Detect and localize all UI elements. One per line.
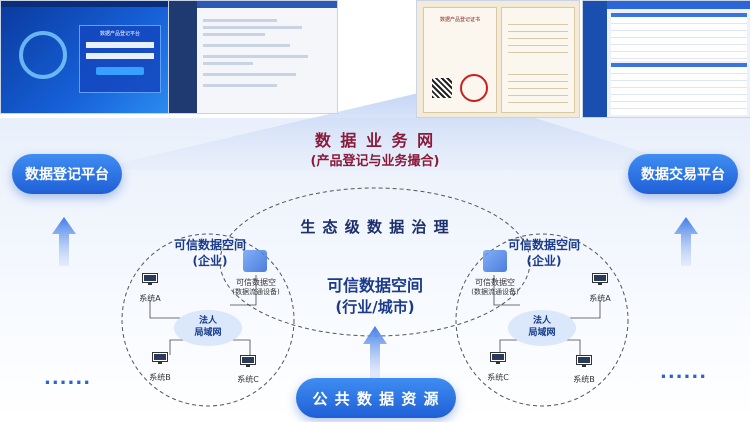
right-system-a-monitor-icon — [592, 273, 608, 285]
center-up-arrow — [363, 326, 387, 378]
login-screenshot: 数据产品登记平台 — [0, 0, 170, 114]
governance-label: 生 态 级 数 据 治 理 — [300, 218, 450, 236]
login-panel: 数据产品登记平台 — [79, 25, 161, 93]
right-system-b-monitor-icon — [576, 355, 592, 367]
left-connector-device-icon — [243, 250, 267, 272]
left-system-b-label: 系统B — [149, 373, 171, 382]
trading-sidebar — [583, 1, 607, 117]
right-connector-device-icon — [483, 250, 507, 272]
form-content — [203, 15, 327, 107]
right-ellipsis: ...... — [660, 362, 708, 383]
left-up-arrow — [52, 217, 76, 266]
left-connector-label: 可信数据空 — [236, 278, 276, 287]
left-system-c-monitor-icon — [240, 355, 256, 367]
business-network-title: 数 据 业 务 网 — [314, 131, 436, 150]
right-legal-lan-line2: 局域网 — [528, 328, 556, 338]
login-title: 数据产品登记平台 — [99, 31, 140, 37]
certificate-seal — [460, 74, 488, 102]
right-legal-lan-line1: 法人 — [532, 316, 551, 326]
form-sidebar — [169, 1, 197, 113]
certificate-left-page: 数据产品登记证书 — [423, 7, 497, 113]
form-screenshot — [168, 0, 338, 114]
trading-topbar — [607, 1, 750, 9]
left-system-a-monitor-icon — [142, 273, 158, 285]
right-enterprise-circle — [455, 233, 629, 407]
left-system-b-monitor-icon — [152, 352, 168, 364]
right-enterprise-subtitle: (企业) — [526, 254, 562, 268]
left-enterprise-title: 可信数据空间 — [173, 238, 246, 252]
login-header-bar — [1, 1, 169, 7]
trading-screenshot — [582, 0, 750, 118]
login-submit-button[interactable] — [96, 67, 144, 75]
left-ellipsis: ...... — [44, 368, 92, 389]
right-connector-label: 可信数据空 — [475, 278, 515, 287]
right-up-arrow — [674, 217, 698, 266]
left-enterprise-subtitle: (企业) — [192, 254, 228, 268]
login-illustration — [19, 31, 67, 79]
login-username-field[interactable] — [86, 42, 154, 48]
industry-space-subtitle: (行业/城市) — [335, 298, 415, 316]
left-legal-lan-line1: 法人 — [198, 316, 217, 326]
login-password-field[interactable] — [86, 53, 154, 59]
right-system-c-monitor-icon — [490, 352, 506, 364]
certificate-qr-code — [432, 78, 452, 98]
left-system-a-label: 系统A — [139, 294, 161, 303]
left-enterprise-circle — [121, 233, 295, 407]
data-trading-platform[interactable]: 数据交易平台 — [628, 154, 738, 194]
certificate-right-page — [501, 7, 575, 113]
industry-space-title: 可信数据空间 — [326, 276, 423, 295]
left-system-c-label: 系统C — [237, 375, 259, 384]
certificate-title: 数据产品登记证书 — [439, 17, 480, 23]
form-topbar — [197, 1, 337, 8]
public-data-resources[interactable]: 公 共 数 据 资 源 — [296, 378, 456, 418]
right-connector-sublabel: (数据流通设备) — [471, 288, 519, 296]
left-connector-sublabel: (数据流通设备) — [232, 288, 280, 296]
left-lan-ellipse — [174, 310, 242, 346]
certificate-screenshot: 数据产品登记证书 — [416, 0, 580, 118]
right-lan-ellipse — [508, 310, 576, 346]
right-system-c-label: 系统C — [487, 373, 509, 382]
right-system-a-label: 系统A — [589, 294, 611, 303]
right-enterprise-title: 可信数据空间 — [507, 238, 580, 252]
right-system-b-label: 系统B — [573, 375, 595, 384]
trading-table-2 — [611, 63, 747, 115]
business-network-subtitle: (产品登记与业务撮合) — [310, 154, 440, 169]
trading-table-1 — [611, 13, 747, 61]
left-legal-lan-line2: 局域网 — [194, 328, 222, 338]
data-registration-platform[interactable]: 数据登记平台 — [12, 154, 122, 194]
